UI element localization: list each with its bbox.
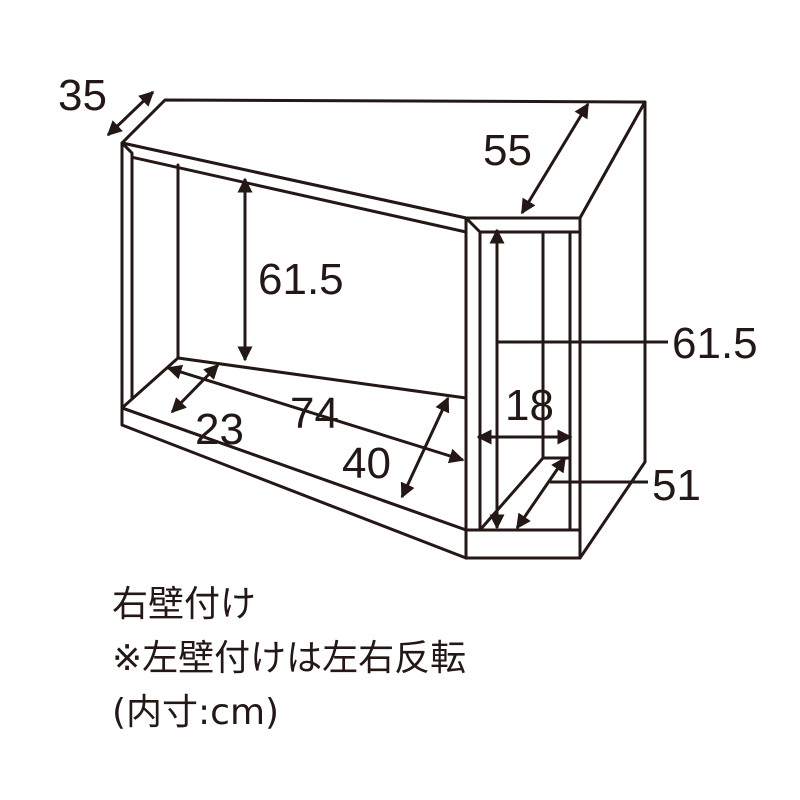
dim-diagonal-depth-arrow — [400, 396, 450, 499]
dim-diagonal-depth-label: 40 — [342, 439, 391, 488]
dim-top-depth-label: 35 — [58, 71, 107, 120]
dim-side-depth-arrow — [520, 102, 590, 215]
dim-right-height-label: 61.5 — [672, 319, 758, 368]
dim-inner-depth-label: 23 — [195, 405, 244, 454]
dim-side-shelf-label: 51 — [652, 461, 701, 510]
dim-side-depth-label: 55 — [483, 126, 532, 175]
middle-divider-panel — [464, 216, 482, 560]
dim-top-depth-arrow — [106, 90, 155, 137]
cabinet-body — [120, 98, 647, 560]
dim-inner-width-label: 74 — [290, 389, 339, 438]
dimension-lines — [106, 90, 668, 530]
right-bottom-front-edge — [464, 528, 582, 560]
caption-units: (内寸:cm) — [112, 692, 280, 733]
dim-inner-depth-arrow — [170, 363, 220, 414]
dimension-labels: 35 55 61.5 61.5 23 74 40 18 51 — [58, 71, 758, 510]
caption-reverse-note: ※左壁付けは左右反転 — [112, 638, 467, 679]
dim-side-width-label: 18 — [505, 381, 554, 430]
left-side-panel — [120, 141, 134, 420]
caption-mount-type: 右壁付け — [112, 584, 257, 625]
dim-side-shelf-arrow — [515, 456, 567, 530]
dim-left-height-label: 61.5 — [258, 255, 344, 304]
